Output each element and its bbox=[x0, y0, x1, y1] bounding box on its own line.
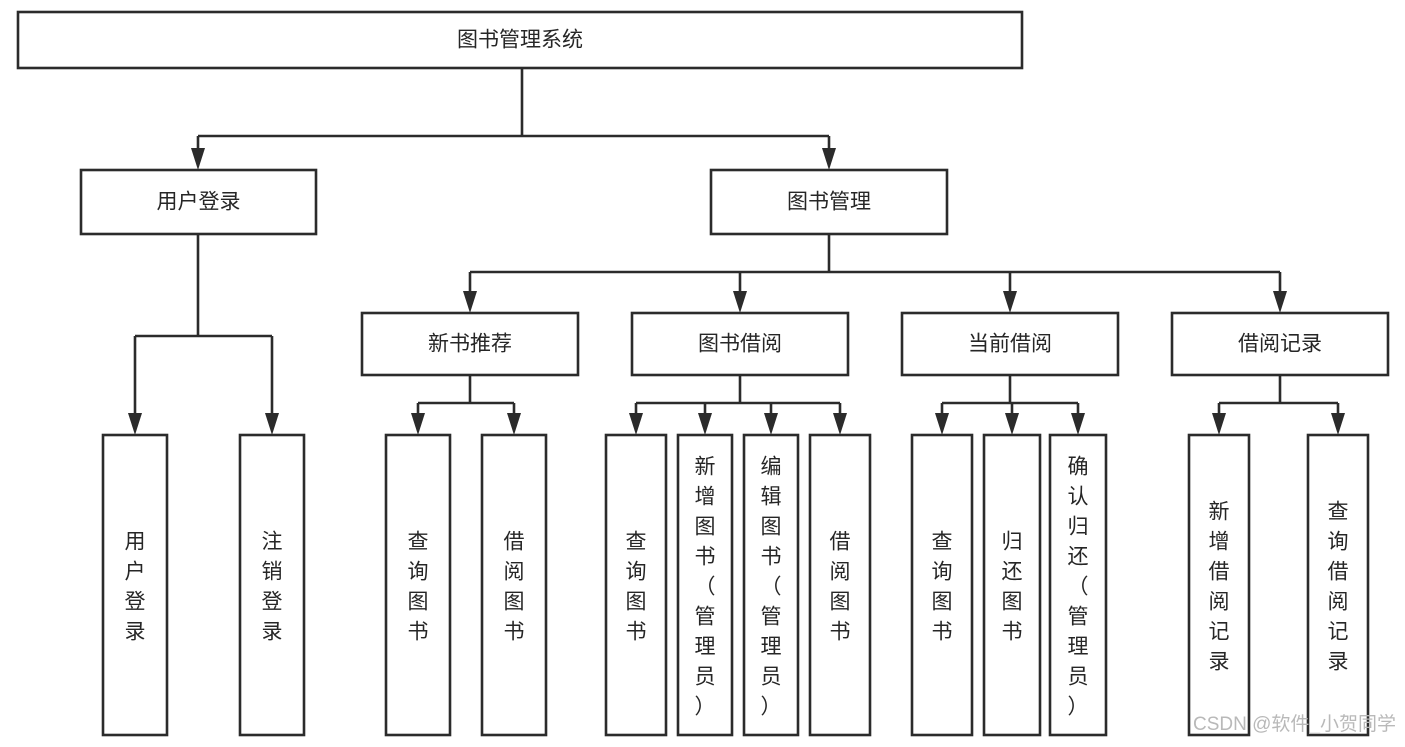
node-leaf-leaf-query-book-borrow[interactable]: 查询图书 bbox=[604, 433, 668, 737]
arrow-head-icon bbox=[935, 413, 949, 435]
arrow-head-icon bbox=[1273, 291, 1287, 313]
node-label: 查询图书 bbox=[932, 530, 953, 643]
arrow-head-icon bbox=[265, 413, 279, 435]
node-level3-borrow-record[interactable]: 借阅记录 bbox=[1170, 311, 1390, 377]
node-label: 归还图书 bbox=[1002, 530, 1023, 643]
node-leaf-leaf-query-record[interactable]: 查询借阅记录 bbox=[1306, 433, 1370, 737]
arrow-head-icon bbox=[1212, 413, 1226, 435]
node-root[interactable]: 图书管理系统 bbox=[16, 10, 1024, 70]
arrow-head-icon bbox=[411, 413, 425, 435]
node-label: 新书推荐 bbox=[428, 333, 512, 356]
arrow-head-icon bbox=[1331, 413, 1345, 435]
node-box[interactable] bbox=[900, 311, 1120, 377]
watermark-layer: CSDN @软件_小贺同学 bbox=[1193, 713, 1396, 735]
arrow-head-icon bbox=[764, 413, 778, 435]
arrow-head-icon bbox=[629, 413, 643, 435]
node-box[interactable] bbox=[808, 433, 872, 737]
arrow-head-icon bbox=[822, 148, 836, 170]
node-label: 新增图书（管理员） bbox=[695, 455, 716, 718]
node-label: 查询图书 bbox=[626, 530, 647, 643]
arrow-head-icon bbox=[191, 148, 205, 170]
arrow-head-icon bbox=[1071, 413, 1085, 435]
connectors-layer bbox=[128, 68, 1345, 435]
node-box[interactable] bbox=[79, 168, 318, 236]
node-box[interactable] bbox=[604, 433, 668, 737]
node-box[interactable] bbox=[101, 433, 169, 737]
node-label: 借阅记录 bbox=[1238, 333, 1322, 356]
csdn-watermark: CSDN @软件_小贺同学 bbox=[1193, 713, 1396, 735]
arrow-head-icon bbox=[733, 291, 747, 313]
node-leaf-leaf-borrow-book[interactable]: 借阅图书 bbox=[808, 433, 872, 737]
node-leaf-leaf-confirm-return[interactable]: 确认归还（管理员） bbox=[1048, 433, 1108, 737]
node-label: 借阅图书 bbox=[830, 530, 851, 643]
node-label: 图书管理 bbox=[787, 191, 871, 214]
nodes-layer: 图书管理系统用户登录图书管理新书推荐图书借阅当前借阅借阅记录用户登录注销登录查询… bbox=[16, 10, 1390, 737]
node-label: 编辑图书（管理员） bbox=[761, 455, 782, 718]
node-box[interactable] bbox=[360, 311, 580, 377]
node-box[interactable] bbox=[982, 433, 1042, 737]
node-box[interactable] bbox=[384, 433, 452, 737]
node-box[interactable] bbox=[630, 311, 850, 377]
node-label: 查询图书 bbox=[408, 530, 429, 643]
node-label: 确认归还（管理员） bbox=[1068, 455, 1089, 718]
node-label: 查询借阅记录 bbox=[1328, 500, 1349, 673]
node-leaf-leaf-add-book[interactable]: 新增图书（管理员） bbox=[676, 433, 734, 737]
node-box[interactable] bbox=[676, 433, 734, 737]
node-label: 图书管理系统 bbox=[457, 29, 583, 52]
node-leaf-leaf-query-book-rec[interactable]: 查询图书 bbox=[384, 433, 452, 737]
node-label: 用户登录 bbox=[157, 191, 241, 214]
node-label: 注销登录 bbox=[262, 530, 283, 643]
arrow-head-icon bbox=[128, 413, 142, 435]
node-box[interactable] bbox=[910, 433, 974, 737]
arrow-head-icon bbox=[1003, 291, 1017, 313]
node-level3-new-book-rec[interactable]: 新书推荐 bbox=[360, 311, 580, 377]
node-label: 图书借阅 bbox=[698, 333, 782, 356]
arrow-head-icon bbox=[463, 291, 477, 313]
node-leaf-leaf-user-login[interactable]: 用户登录 bbox=[101, 433, 169, 737]
node-leaf-leaf-borrow-book-rec[interactable]: 借阅图书 bbox=[480, 433, 548, 737]
node-box[interactable] bbox=[1306, 433, 1370, 737]
arrow-head-icon bbox=[833, 413, 847, 435]
node-leaf-leaf-query-book-current[interactable]: 查询图书 bbox=[910, 433, 974, 737]
node-level3-current-borrow[interactable]: 当前借阅 bbox=[900, 311, 1120, 377]
node-box[interactable] bbox=[16, 10, 1024, 70]
node-label: 当前借阅 bbox=[968, 333, 1052, 356]
node-level2-user-login[interactable]: 用户登录 bbox=[79, 168, 318, 236]
node-box[interactable] bbox=[742, 433, 800, 737]
node-label: 用户登录 bbox=[125, 530, 146, 643]
arrow-head-icon bbox=[1005, 413, 1019, 435]
node-box[interactable] bbox=[1170, 311, 1390, 377]
node-leaf-leaf-edit-book[interactable]: 编辑图书（管理员） bbox=[742, 433, 800, 737]
arrow-head-icon bbox=[507, 413, 521, 435]
node-leaf-leaf-return-book[interactable]: 归还图书 bbox=[982, 433, 1042, 737]
node-box[interactable] bbox=[709, 168, 949, 236]
node-leaf-leaf-user-logout[interactable]: 注销登录 bbox=[238, 433, 306, 737]
node-box[interactable] bbox=[238, 433, 306, 737]
node-box[interactable] bbox=[480, 433, 548, 737]
arrow-head-icon bbox=[698, 413, 712, 435]
node-level2-book-manage[interactable]: 图书管理 bbox=[709, 168, 949, 236]
node-level3-book-borrow[interactable]: 图书借阅 bbox=[630, 311, 850, 377]
node-box[interactable] bbox=[1048, 433, 1108, 737]
node-label: 新增借阅记录 bbox=[1209, 500, 1230, 673]
node-box[interactable] bbox=[1187, 433, 1251, 737]
node-leaf-leaf-add-record[interactable]: 新增借阅记录 bbox=[1187, 433, 1251, 737]
node-label: 借阅图书 bbox=[504, 530, 525, 643]
